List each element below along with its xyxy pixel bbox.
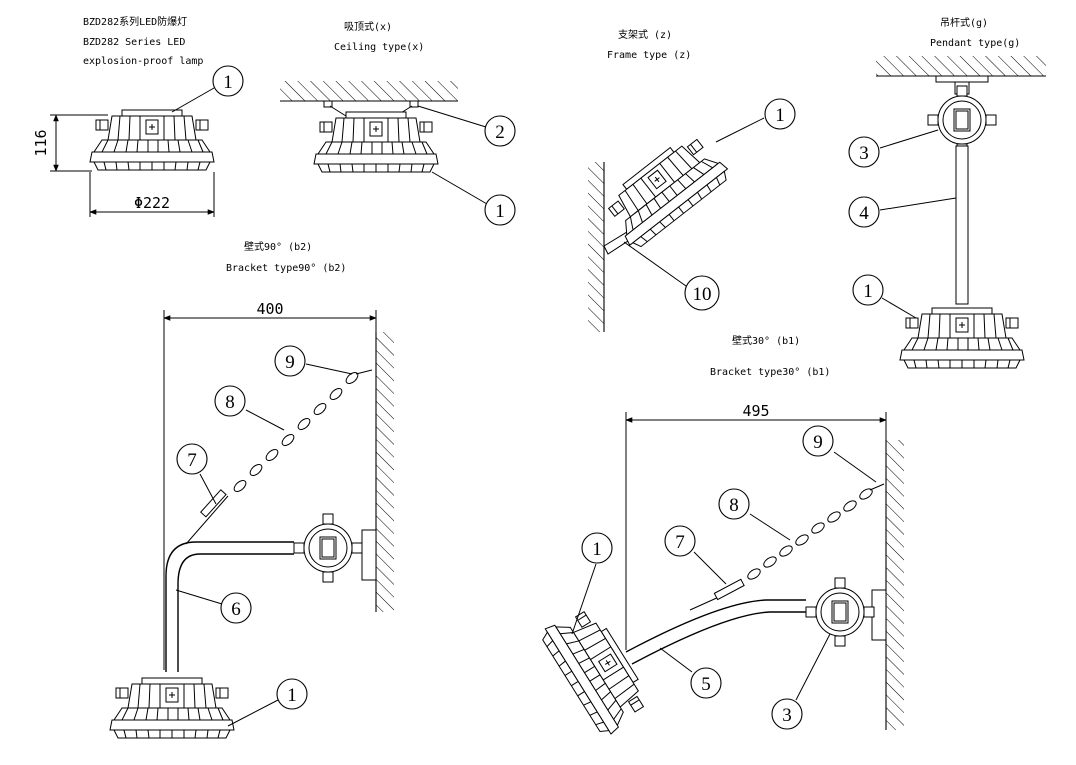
bracket-30-width: 495: [742, 402, 769, 420]
callout-turnbuckle: 7: [187, 450, 197, 471]
callout-turnbuckle: 7: [675, 532, 685, 553]
bracket-90-width: 400: [256, 300, 283, 318]
ceiling-type-view: 吸顶式(x) Ceiling type(x) 2 1: [280, 20, 516, 226]
callout-wall-hook: 9: [285, 352, 295, 373]
title-cn: BZD282系列LED防爆灯: [83, 15, 187, 28]
title-en-line2: explosion-proof lamp: [83, 56, 203, 67]
bracket-90-en: Bracket type90° (b2): [226, 263, 346, 274]
diameter-dimension: Φ222: [134, 194, 170, 212]
callout-bracket-arm-90: 6: [231, 599, 241, 620]
callout-lamp: 1: [592, 539, 602, 560]
callout-junction-box: 3: [782, 705, 792, 726]
standard-lamp-view: 116 Φ222 1: [32, 65, 244, 217]
ceiling-type-en: Ceiling type(x): [334, 42, 424, 53]
pendant-type-cn: 吊杆式(g): [940, 16, 988, 29]
callout-lamp: 1: [495, 201, 505, 222]
callout-chain: 8: [729, 495, 739, 516]
callout-chain: 8: [225, 392, 235, 413]
chain: [689, 483, 885, 611]
callout-junction-box: 3: [859, 143, 869, 164]
ceiling-type-cn: 吸顶式(x): [344, 20, 392, 33]
bracket-30-view: 壁式30° (b1) Bracket type30° (b1) 495: [537, 334, 904, 739]
callout-frame-support: 10: [693, 284, 712, 305]
bracket-90-view: 壁式90° (b2) Bracket type90° (b2) 400: [109, 240, 394, 739]
callout-wall-hook: 9: [813, 432, 823, 453]
frame-type-view: 支架式 (z) Frame type (z) 1 10: [588, 28, 796, 332]
bracket-30-cn: 壁式30° (b1): [732, 334, 800, 347]
height-dimension: 116: [32, 129, 50, 156]
callout-lamp: 1: [223, 72, 233, 93]
callout-bracket-arm-30: 5: [701, 674, 711, 695]
frame-type-en: Frame type (z): [607, 50, 691, 61]
bracket-30-en: Bracket type30° (b1): [710, 367, 830, 378]
callout-pendant-rod: 4: [859, 203, 869, 224]
frame-type-cn: 支架式 (z): [618, 28, 672, 41]
callout-lamp: 1: [863, 281, 873, 302]
callout-lamp: 1: [775, 105, 785, 126]
callout-ceiling-mount: 2: [495, 122, 505, 143]
pendant-type-view: 吊杆式(g) Pendant type(g) 3 4 1: [848, 16, 1046, 369]
callout-lamp: 1: [287, 685, 297, 706]
chain: [185, 369, 373, 545]
bracket-90-cn: 壁式90° (b2): [244, 240, 312, 253]
title-en-line1: BZD282 Series LED: [83, 37, 185, 48]
pendant-type-en: Pendant type(g): [930, 38, 1020, 49]
